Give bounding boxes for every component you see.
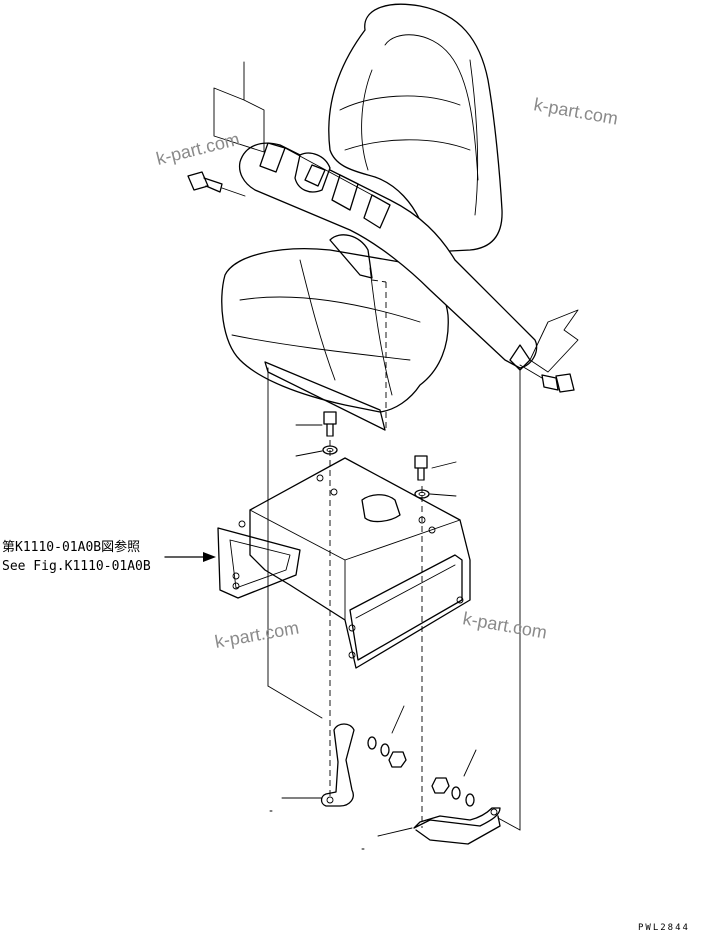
seat-backrest	[328, 3, 503, 253]
lower-bracket-left	[281, 723, 355, 807]
belt-bolt-left	[187, 171, 246, 197]
watermark: k-part.com	[213, 617, 300, 651]
seat-belt	[238, 142, 538, 371]
reference-note-jp: 第K1110-01A0B図参照	[2, 539, 140, 555]
leader-bracket-right	[529, 309, 579, 373]
leader-bracket-left	[213, 61, 265, 153]
watermark: k-part.com	[532, 94, 619, 128]
lower-washers-right	[431, 749, 477, 807]
reference-arrow	[164, 552, 216, 562]
seat-mount-bracket	[249, 457, 471, 669]
side-plate	[217, 520, 301, 599]
watermark: k-part.com	[154, 129, 241, 169]
reference-note-en: See Fig.K1110-01A0B	[2, 559, 151, 574]
bolt-2	[414, 455, 457, 481]
washer-2	[414, 489, 457, 499]
drawing-code: PWL2844	[638, 923, 690, 933]
belt-bolt-right	[519, 364, 575, 393]
lower-bracket-right	[377, 807, 501, 845]
watermark: k-part.com	[461, 608, 548, 642]
assembly-lines	[267, 279, 521, 831]
bolt-1	[295, 411, 337, 437]
lower-washers-left	[367, 705, 407, 768]
washer-1	[295, 445, 338, 457]
seat-cushion	[221, 248, 449, 431]
